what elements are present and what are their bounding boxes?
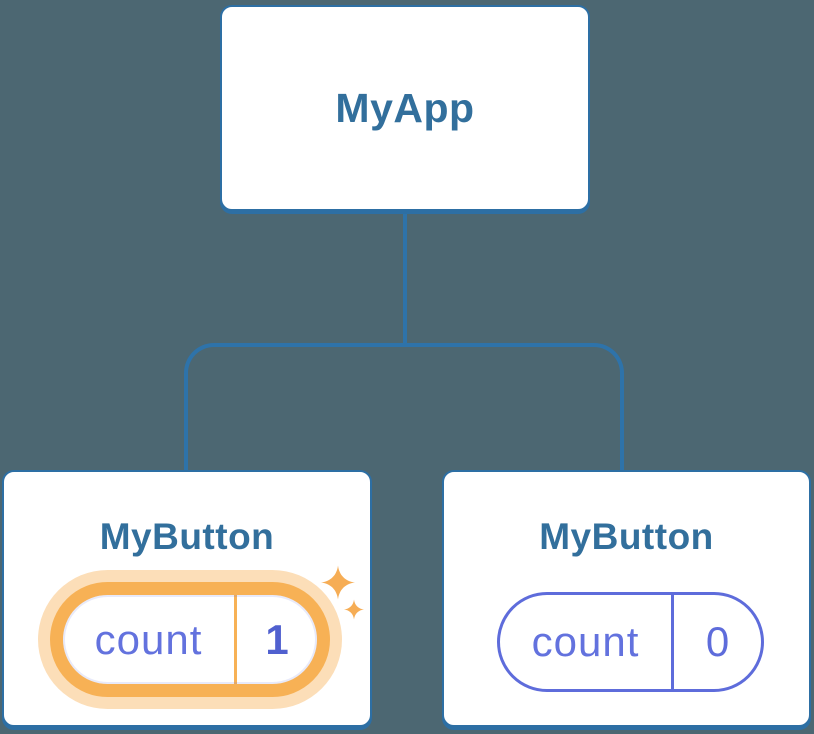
- children-connector-bracket: [184, 343, 624, 475]
- child-node-label: MyButton: [99, 516, 275, 557]
- state-key-label: count: [94, 615, 203, 663]
- state-value: 0: [671, 595, 761, 689]
- root-connector-line: [403, 209, 407, 346]
- sparkle-small-icon: [344, 599, 364, 620]
- child-node-mybutton-left: MyButton count 1: [2, 470, 372, 727]
- root-node-myapp: MyApp: [220, 5, 590, 211]
- child-node-mybutton-right: MyButton count 0: [442, 470, 811, 727]
- state-value: 1: [234, 595, 317, 684]
- sparkle-large-icon: [321, 565, 355, 600]
- child-node-label: MyButton: [539, 516, 714, 557]
- state-key-label: count: [531, 618, 640, 665]
- state-pill-plain: count 0: [497, 592, 764, 692]
- root-node-label: MyApp: [335, 84, 475, 131]
- state-pill-highlighted: count 1: [50, 582, 330, 697]
